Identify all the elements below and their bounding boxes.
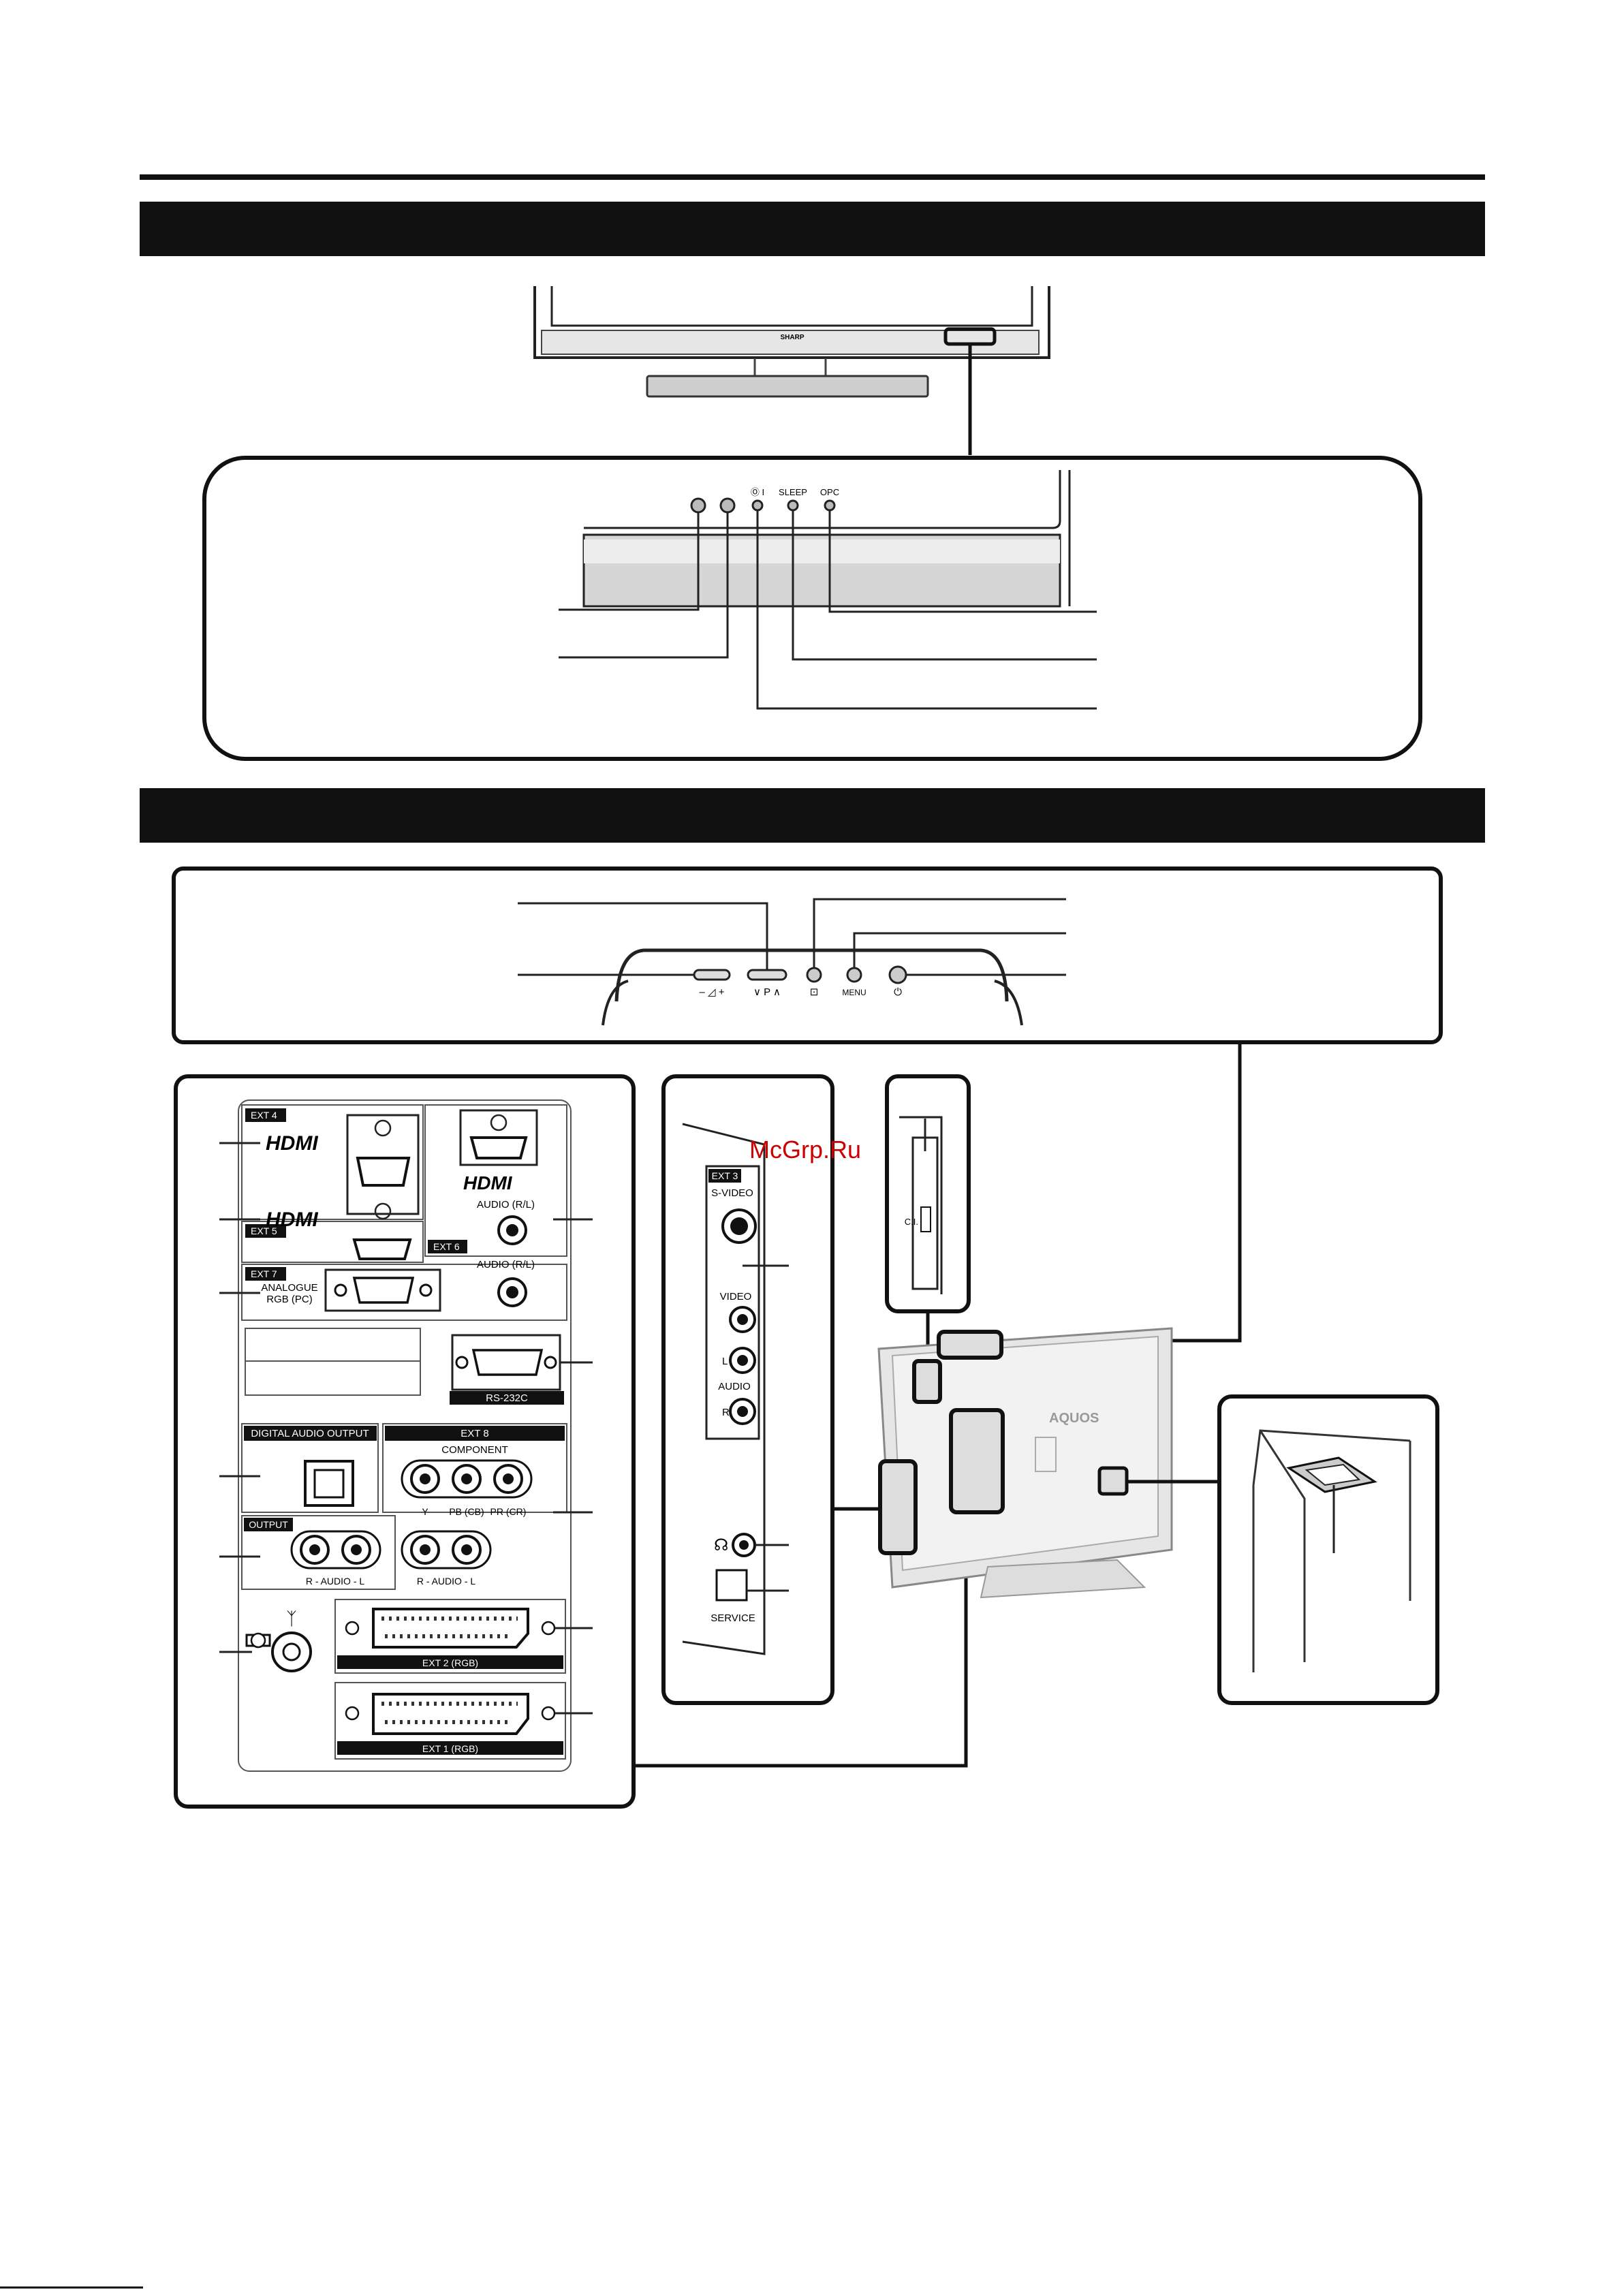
side-terminal-highlight [878, 1459, 918, 1555]
ext6-hdmi-logo: HDMI [463, 1172, 513, 1193]
volume-label: – ◿ + [700, 986, 725, 998]
ext7-audio-label: AUDIO (R/L) [477, 1259, 535, 1270]
ext5-hdmi-logo: HDMI [266, 1208, 318, 1231]
ext6-hdmi-port [469, 1136, 528, 1159]
top-control-panel: – ◿ + ∨ P ∧ ⊡ MENU ⏻ [172, 867, 1443, 1343]
audio-l-label: L [722, 1356, 728, 1367]
input-button[interactable] [806, 967, 822, 983]
ext1-label: EXT 1 (RGB) [422, 1743, 478, 1754]
ext6-label: EXT 6 [433, 1241, 460, 1252]
sleep-indicator-label: SLEEP [779, 487, 807, 497]
headphone-icon: ☊ [714, 1536, 728, 1555]
remote-sensor-dot [690, 497, 706, 514]
sensor-dot-2 [719, 497, 736, 514]
tv-back-illustration: AQUOS [877, 1327, 1219, 1599]
input-label: ⊡ [810, 986, 819, 998]
ci-label: C.I. [905, 1217, 918, 1227]
front-view: SHARP Ⓞ I SLEEP OPC [202, 286, 1422, 761]
ext4-screw-icon [374, 1119, 392, 1137]
volume-button[interactable] [693, 969, 731, 981]
rear-terminal-highlight [949, 1408, 1005, 1514]
ext6-audio-label: AUDIO (R/L) [477, 1199, 535, 1211]
side-terminal-panel: EXT 3 S-VIDEO VIDEO L AUDIO R ☊ SERVICE [661, 1074, 879, 1705]
audio-label: AUDIO [718, 1381, 751, 1392]
top-rule [140, 174, 1485, 180]
brand-logo: SHARP [780, 334, 804, 341]
watermark: McGrp.Ru [749, 1136, 861, 1164]
audio-r-label: R [722, 1407, 730, 1418]
service-label: SERVICE [710, 1612, 755, 1624]
video-label: VIDEO [720, 1291, 752, 1302]
aquos-logo: AQUOS [1049, 1411, 1099, 1426]
ext4-hdmi-port [356, 1157, 411, 1187]
vga-port [352, 1277, 415, 1304]
digital-audio-output-label: DIGITAL AUDIO OUTPUT [251, 1428, 369, 1439]
svideo-label: S-VIDEO [711, 1187, 753, 1199]
opc-indicator [824, 499, 836, 512]
antenna-icon: ᛉ [286, 1608, 297, 1629]
ac-input-highlight [1097, 1466, 1129, 1496]
front-zoom-panel [202, 456, 1422, 761]
y-label: Y [422, 1506, 428, 1517]
ext2-scart-port [372, 1608, 529, 1649]
ext6-screw-icon [490, 1114, 507, 1131]
power-indicator [751, 499, 764, 512]
rs232c-port [471, 1349, 544, 1376]
sleep-indicator [787, 499, 799, 512]
menu-label: MENU [842, 988, 866, 997]
ext5-hdmi-port [352, 1238, 412, 1260]
ext5-screw-icon [374, 1202, 392, 1220]
power-label: ⏻ [894, 986, 902, 998]
channel-label: ∨ P ∧ [753, 986, 781, 998]
section-bar-front [140, 202, 1485, 256]
ext4-hdmi-logo: HDMI [266, 1132, 318, 1155]
power-button[interactable] [888, 965, 907, 984]
menu-button[interactable] [846, 967, 862, 983]
ext8-label: EXT 8 [460, 1428, 488, 1439]
opc-indicator-label: OPC [820, 487, 839, 497]
ext7-label: EXT 7 [251, 1268, 277, 1279]
rs232c-label: RS-232C [486, 1392, 528, 1404]
ac-input-panel [1217, 1394, 1439, 1705]
rgb-pc-label: RGB (PC) [266, 1294, 313, 1305]
top-panel-highlight [937, 1330, 1003, 1360]
ci-slot-panel: C.I. [885, 1074, 971, 1361]
ci-slot-highlight [912, 1359, 942, 1404]
tv-stand [646, 375, 929, 398]
channel-button[interactable] [747, 969, 787, 981]
output-r-audio-l-label: R - AUDIO - L [306, 1576, 365, 1587]
ext4-label: EXT 4 [251, 1110, 277, 1121]
section-bar-rear [140, 788, 1485, 843]
ext8-r-audio-l-label: R - AUDIO - L [417, 1576, 476, 1587]
pr-label: PR (CR) [490, 1506, 527, 1517]
analogue-label: ANALOGUE [261, 1282, 317, 1294]
output-label: OUTPUT [249, 1519, 288, 1530]
ext2-label: EXT 2 (RGB) [422, 1657, 478, 1668]
component-label: COMPONENT [441, 1444, 508, 1456]
service-port [715, 1569, 748, 1602]
pb-label: PB (CB) [449, 1506, 484, 1517]
rear-terminal-panel: EXT 4 HDMI EXT 5 HDMI HDMI AUDIO (R/L) E… [174, 1074, 968, 1809]
power-indicator-label: Ⓞ I [751, 487, 764, 497]
ext5-label: EXT 5 [251, 1225, 277, 1236]
ext1-scart-port [372, 1693, 529, 1735]
ext3-label: EXT 3 [712, 1170, 738, 1181]
